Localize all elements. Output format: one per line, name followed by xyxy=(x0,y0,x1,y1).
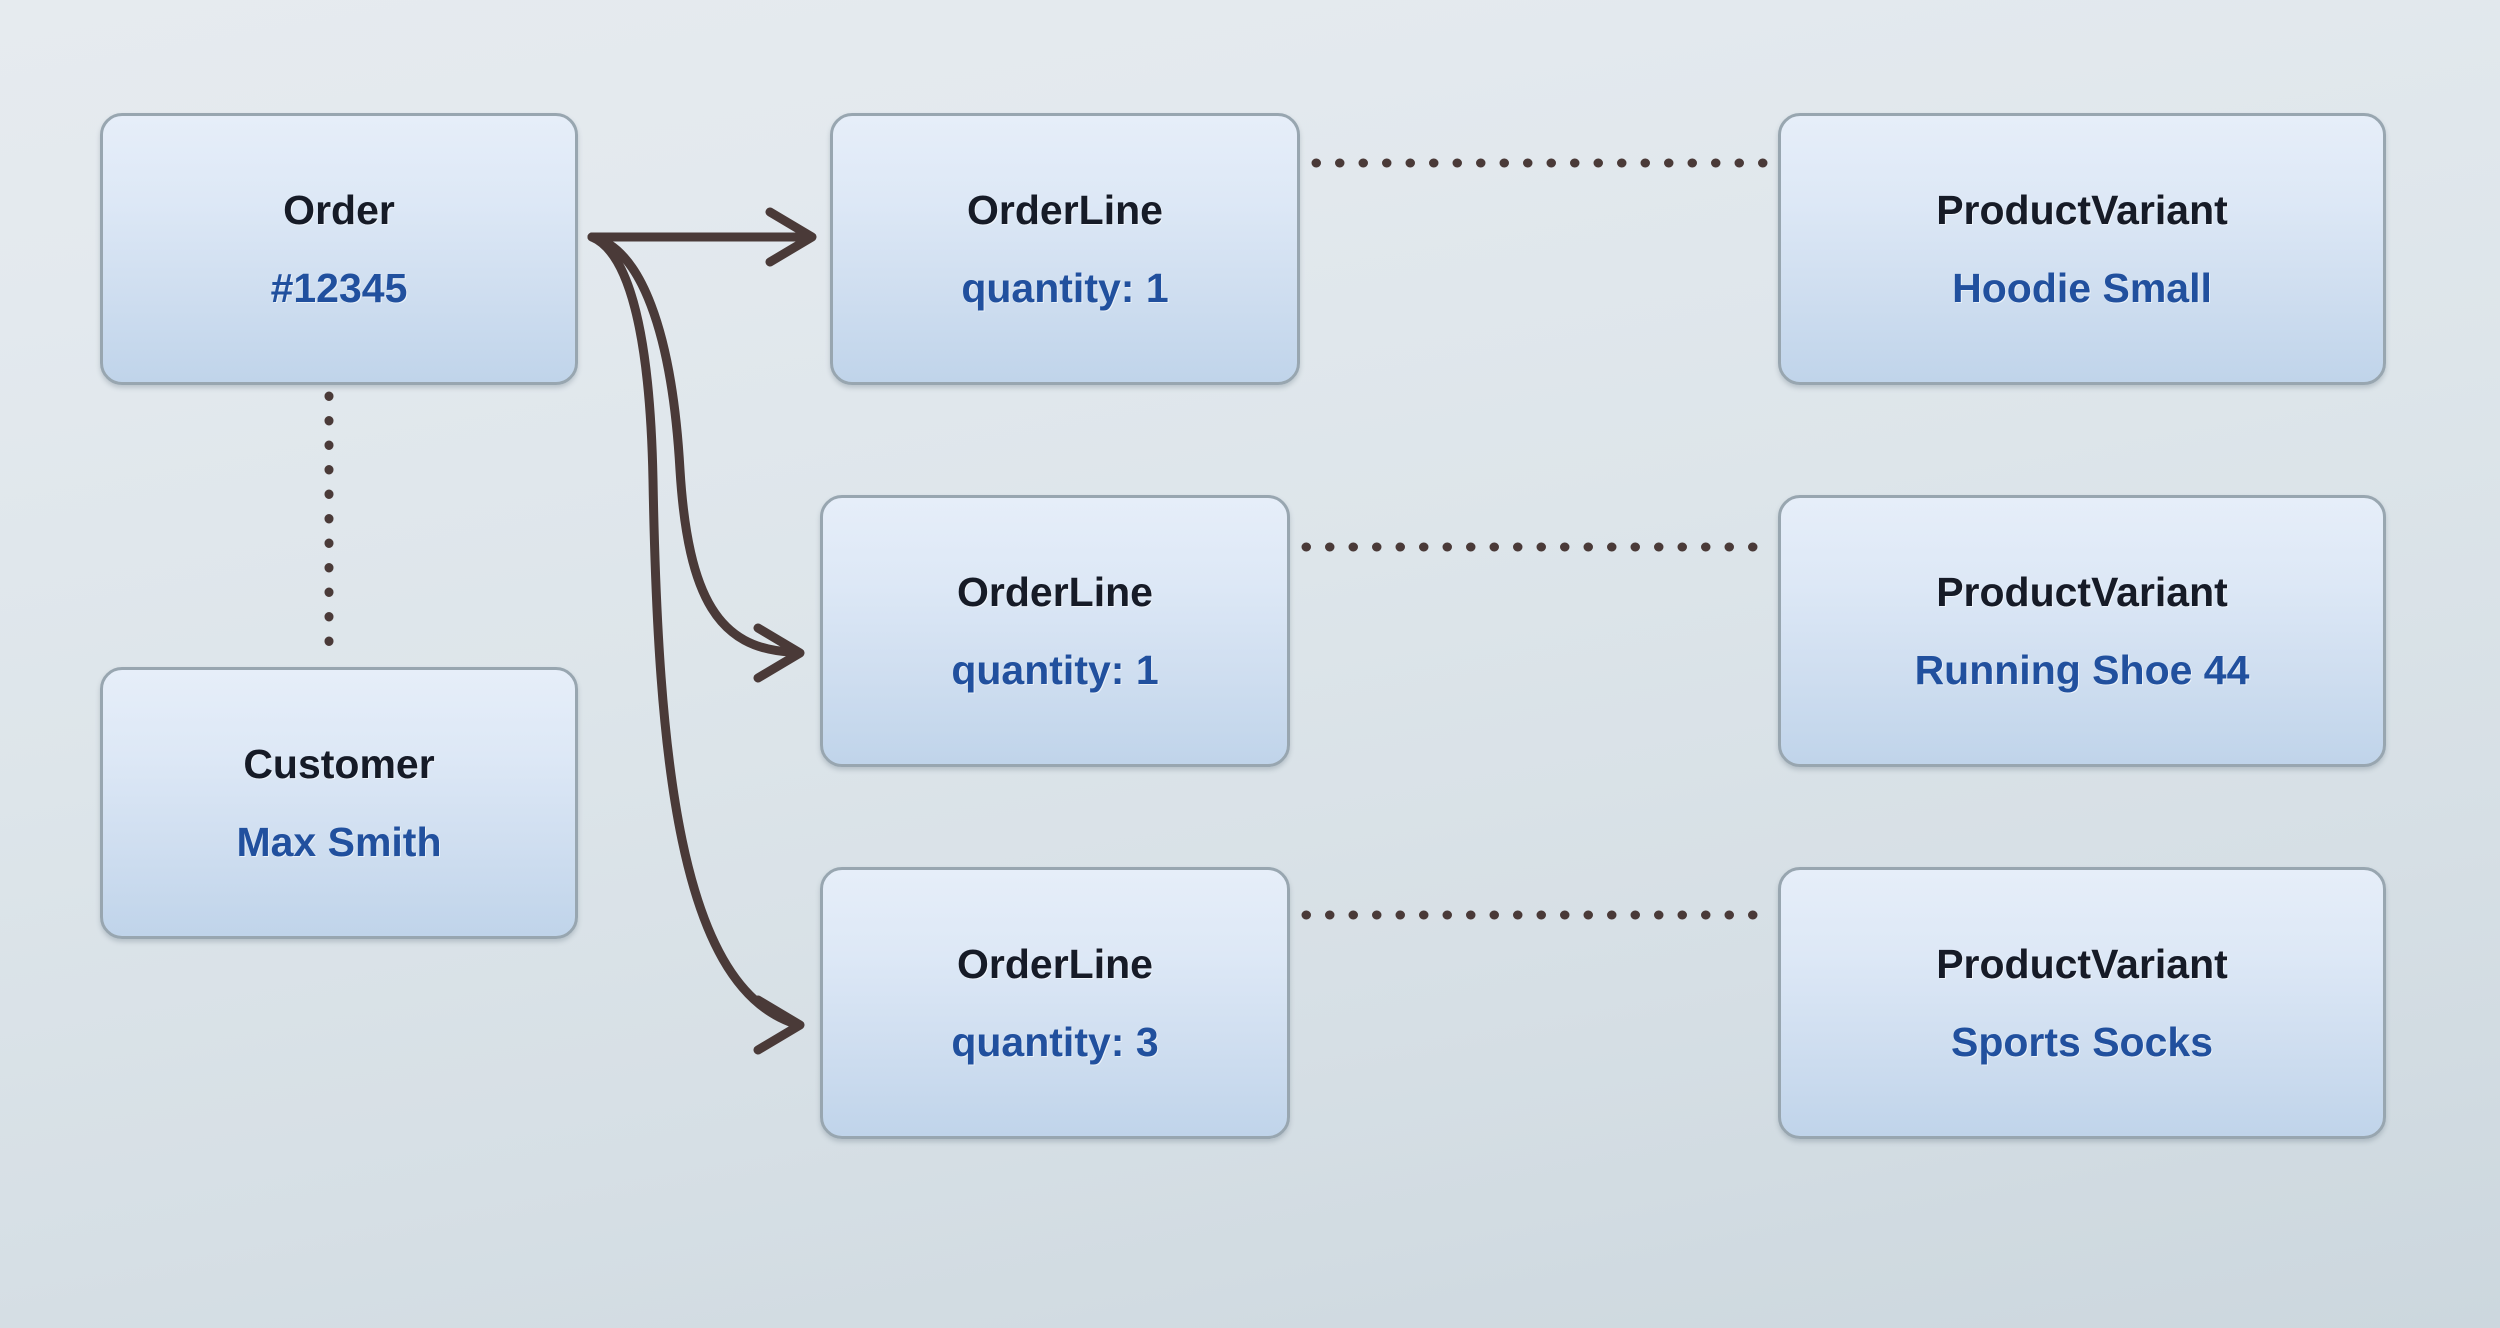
node-orderline-1[interactable]: OrderLine quantity: 1 xyxy=(830,113,1300,385)
node-order-subtitle: #12345 xyxy=(270,264,408,311)
node-customer-subtitle: Max Smith xyxy=(236,818,442,865)
node-orderline-1-subtitle: quantity: 1 xyxy=(961,264,1169,311)
node-orderline-3-subtitle: quantity: 3 xyxy=(951,1018,1159,1065)
edge-order-to-orderline-1-head xyxy=(765,207,817,267)
node-customer-title: Customer xyxy=(243,740,435,787)
edge-order-to-orderline-3-line xyxy=(587,232,795,1027)
node-variant-3-subtitle: Sports Socks xyxy=(1950,1018,2214,1065)
node-orderline-1-title: OrderLine xyxy=(967,186,1163,233)
edge-orderline-to-variant-group xyxy=(1301,158,1773,920)
node-variant-2[interactable]: ProductVariant Running Shoe 44 xyxy=(1778,495,2386,767)
node-variant-2-subtitle: Running Shoe 44 xyxy=(1914,646,2250,693)
node-variant-1[interactable]: ProductVariant Hoodie Small xyxy=(1778,113,2386,385)
node-customer[interactable]: Customer Max Smith xyxy=(100,667,578,939)
edge-order-to-orderline-2-head xyxy=(753,623,805,683)
node-variant-3[interactable]: ProductVariant Sports Socks xyxy=(1778,867,2386,1139)
node-variant-3-title: ProductVariant xyxy=(1936,940,2228,987)
node-orderline-2-title: OrderLine xyxy=(957,568,1153,615)
edge-order-to-orderline-2-line xyxy=(587,232,795,657)
node-variant-1-subtitle: Hoodie Small xyxy=(1952,264,2212,311)
edge-order-to-orderlines xyxy=(587,207,817,1055)
node-orderline-3-title: OrderLine xyxy=(957,940,1153,987)
node-orderline-2-subtitle: quantity: 1 xyxy=(951,646,1159,693)
node-orderline-3[interactable]: OrderLine quantity: 3 xyxy=(820,867,1290,1139)
node-variant-2-title: ProductVariant xyxy=(1936,568,2228,615)
node-order-title: Order xyxy=(283,186,395,233)
node-orderline-2[interactable]: OrderLine quantity: 1 xyxy=(820,495,1290,767)
edge-order-to-orderline-3-head xyxy=(753,995,805,1055)
node-variant-1-title: ProductVariant xyxy=(1936,186,2228,233)
node-order[interactable]: Order #12345 xyxy=(100,113,578,385)
